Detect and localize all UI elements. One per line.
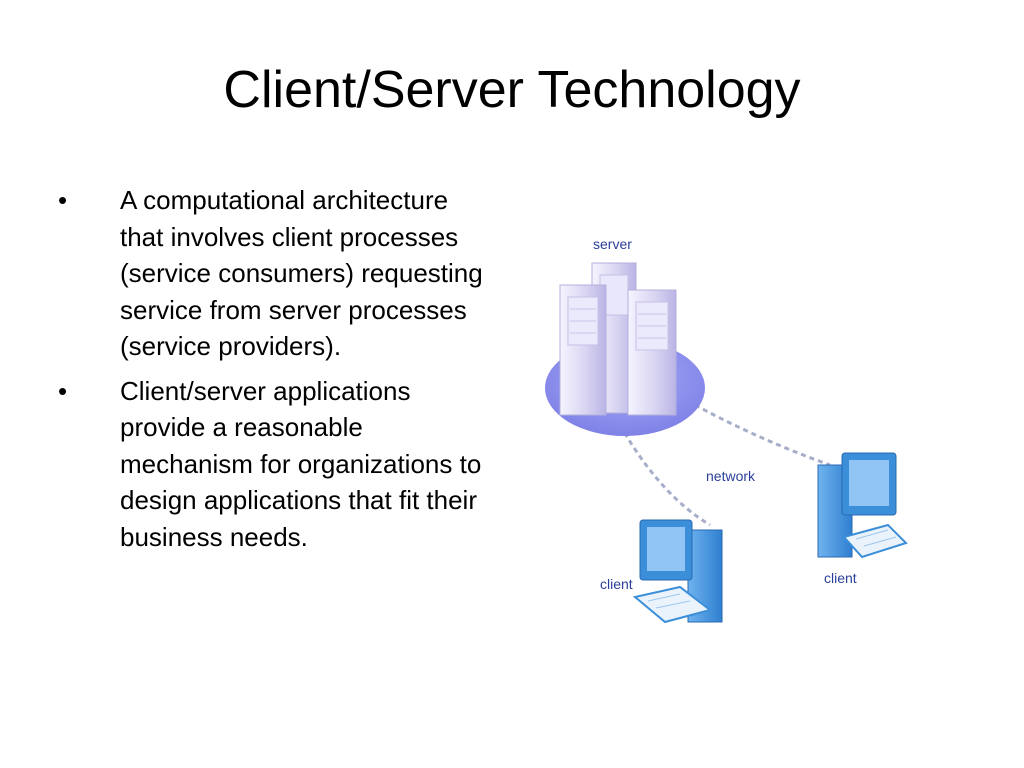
client-label-right: client — [824, 570, 857, 586]
client-label-left: client — [600, 576, 633, 592]
bullet-text: Client/server applications provide a rea… — [120, 375, 482, 552]
client-server-diagram: server network client client — [545, 236, 908, 624]
bullet-item: • Client/server applications provide a r… — [50, 373, 490, 556]
server-label: server — [593, 236, 632, 252]
network-link-right — [694, 403, 831, 467]
client-computer-right-icon — [817, 452, 908, 559]
bullet-text: A computational architecture that involv… — [120, 185, 483, 361]
network-label: network — [706, 468, 756, 484]
client-computer-left-icon — [632, 519, 723, 624]
slide-title: Client/Server Technology — [223, 61, 801, 119]
network-link-left — [618, 424, 711, 527]
network-links — [618, 403, 831, 527]
bullet-item: • A computational architecture that invo… — [50, 182, 490, 365]
server-icon — [545, 262, 705, 436]
bullet-marker: • — [58, 375, 68, 406]
bullet-marker: • — [58, 185, 68, 215]
bullet-list: • A computational architecture that invo… — [50, 182, 490, 563]
